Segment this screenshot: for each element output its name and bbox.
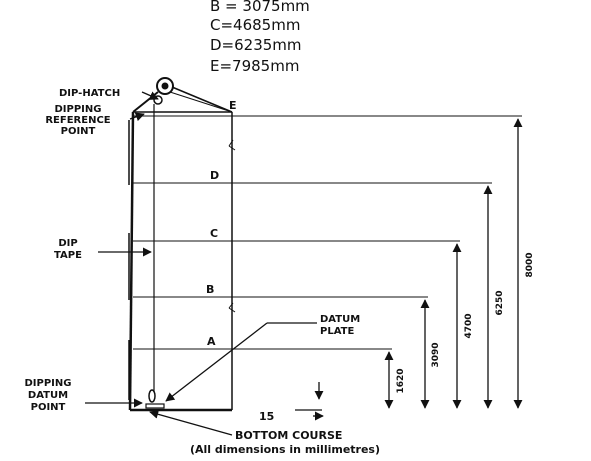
dimension-arrows xyxy=(384,118,523,409)
dimension-e: E=7985mm xyxy=(210,57,300,75)
svg-text:DATUM: DATUM xyxy=(320,314,360,325)
dim-1620: 1620 xyxy=(396,368,406,393)
dim-15: 15 xyxy=(259,410,274,423)
tank-shell xyxy=(128,111,236,412)
dimension-d: D=6235mm xyxy=(210,36,302,54)
level-e-label: E xyxy=(229,99,237,112)
dipping-reference-point-label: DIPPING REFERENCE POINT xyxy=(45,104,110,137)
svg-text:DIPPING: DIPPING xyxy=(25,378,72,389)
dip-tape-label: DIP TAPE xyxy=(54,238,82,261)
leader-lines xyxy=(85,91,317,436)
dip-hatch-label: DIP-HATCH xyxy=(59,88,120,99)
level-lines xyxy=(133,115,522,350)
dimension-c: C=4685mm xyxy=(210,16,301,34)
svg-text:REFERENCE: REFERENCE xyxy=(45,115,110,126)
dim-8000: 8000 xyxy=(525,252,535,277)
level-c-label: C xyxy=(210,227,218,240)
svg-text:POINT: POINT xyxy=(61,126,96,137)
svg-text:DIPPING: DIPPING xyxy=(55,104,102,115)
datum-plate-label: DATUM PLATE xyxy=(320,314,360,337)
level-a-label: A xyxy=(207,335,216,348)
dim-3090: 3090 xyxy=(431,342,441,367)
horizontal-dim-arrows xyxy=(295,382,324,421)
svg-text:DATUM: DATUM xyxy=(28,390,68,401)
dim-6250: 6250 xyxy=(495,290,505,315)
level-d-label: D xyxy=(210,169,219,182)
dimension-b: B = 3075mm xyxy=(210,0,310,15)
dim-4700: 4700 xyxy=(464,313,474,338)
dipping-datum-point-label: DIPPING DATUM POINT xyxy=(25,378,72,413)
dip-tape xyxy=(148,104,156,403)
footnote: (All dimensions in millimetres) xyxy=(190,443,380,456)
svg-text:PLATE: PLATE xyxy=(320,326,354,337)
datum-plate xyxy=(145,403,165,409)
svg-text:DIP: DIP xyxy=(58,238,77,249)
level-b-label: B xyxy=(206,283,214,296)
bottom-course-label: BOTTOM COURSE xyxy=(235,429,342,442)
svg-text:TAPE: TAPE xyxy=(54,250,82,261)
svg-text:POINT: POINT xyxy=(31,402,66,413)
